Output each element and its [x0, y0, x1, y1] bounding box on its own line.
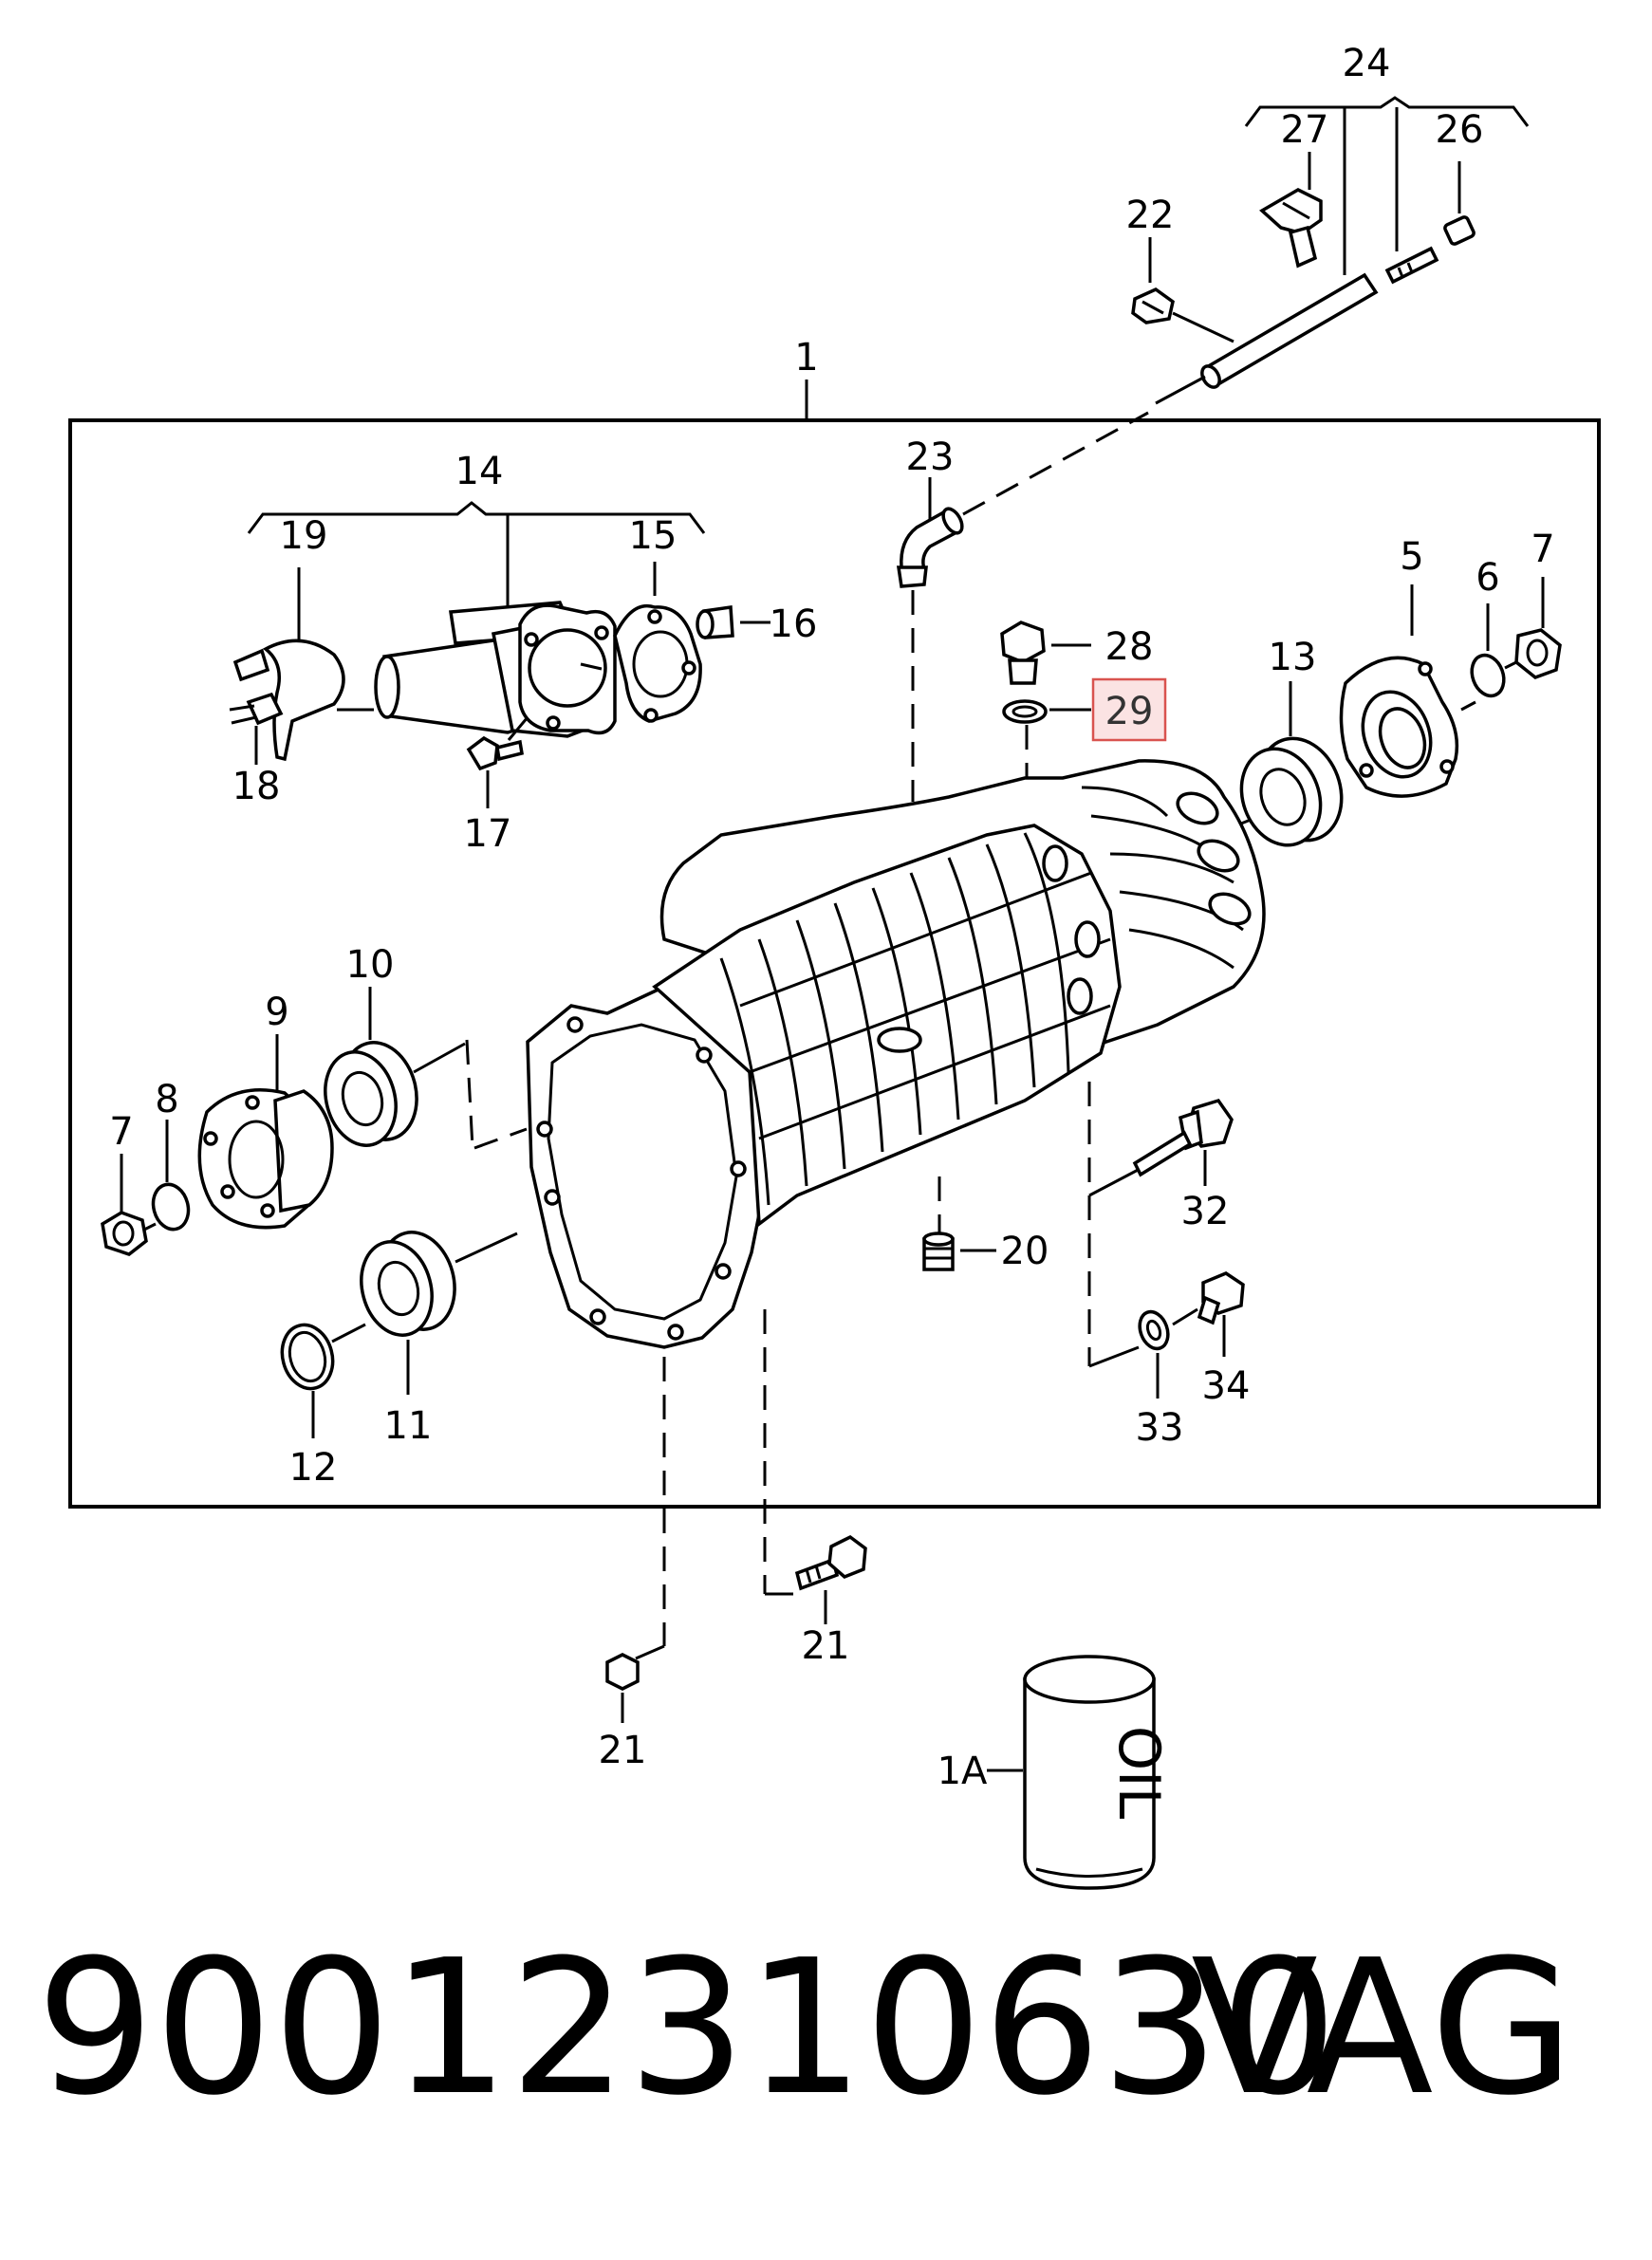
bracket-part-19 [232, 639, 374, 762]
brand-caption: VAG [1191, 1920, 1575, 2137]
callout-16: 16 [770, 602, 818, 646]
callout-13: 13 [1269, 636, 1317, 679]
o-ring-part-12 [280, 1323, 335, 1391]
callout-15: 15 [629, 514, 678, 558]
pin-part-26 [1384, 215, 1476, 285]
seal-part-10 [324, 1041, 418, 1147]
nut-part-7-right [1514, 628, 1562, 679]
callout-1A: 1A [937, 1750, 988, 1793]
callout-21-upper: 21 [802, 1624, 850, 1668]
callout-23: 23 [906, 435, 955, 479]
callout-24: 24 [1343, 42, 1391, 85]
plug-part-20 [922, 1232, 955, 1271]
callout-28: 28 [1105, 625, 1154, 669]
highlight-box-29 [1091, 677, 1167, 742]
starter-cover-plate [518, 603, 617, 735]
callout-17: 17 [464, 812, 512, 856]
vent-tube-part-24 [1200, 272, 1379, 389]
bolt-part-34 [1197, 1271, 1245, 1325]
flange-part-9 [197, 1088, 334, 1230]
assembly-frame [68, 418, 1601, 1509]
callout-9: 9 [265, 991, 288, 1034]
callout-18: 18 [232, 765, 281, 808]
callout-5: 5 [1400, 535, 1423, 579]
clip-part-22 [1131, 287, 1175, 324]
part-number-caption: 90012310630 [36, 1920, 1338, 2137]
o-ring-part-6 [1470, 653, 1506, 698]
bracket-14 [247, 501, 706, 534]
o-ring-part-8 [151, 1182, 191, 1232]
screw-part-18 [229, 692, 284, 726]
drain-bolt-part-28 [1000, 621, 1046, 685]
callout-14: 14 [455, 450, 504, 493]
callout-34: 34 [1202, 1364, 1251, 1408]
gasket-part-15 [613, 603, 702, 723]
callout-6: 6 [1476, 556, 1499, 600]
callout-11: 11 [384, 1404, 433, 1448]
washer-part-33 [1138, 1309, 1170, 1351]
callout-27: 27 [1281, 108, 1329, 152]
callout-26: 26 [1436, 108, 1484, 152]
callout-10: 10 [346, 943, 395, 987]
callout-12: 12 [289, 1446, 338, 1490]
callout-33: 33 [1136, 1406, 1184, 1450]
callout-21-lower: 21 [599, 1729, 647, 1772]
transmission-housing-part-1 [526, 759, 1266, 1349]
pipe-part-23 [896, 507, 964, 588]
bolt-part-21-upper [794, 1534, 867, 1591]
oil-can-label: OIL [1105, 1726, 1172, 1820]
sleeve-part-16 [696, 605, 734, 639]
callout-32: 32 [1181, 1190, 1230, 1233]
clamp-part-27 [1259, 188, 1323, 269]
nut-part-7-left [101, 1211, 148, 1256]
seal-part-13 [1239, 736, 1344, 847]
nut-part-21-lower [605, 1653, 640, 1691]
callout-20: 20 [1001, 1230, 1049, 1273]
washer-part-29 [1002, 699, 1048, 724]
callout-1: 1 [794, 336, 818, 380]
bolt-part-17 [466, 735, 524, 771]
bracket-24 [1244, 96, 1530, 127]
oil-can-part-1A [1023, 1655, 1156, 1890]
callout-29-highlighted: 29 [1105, 690, 1154, 733]
callout-22: 22 [1126, 194, 1175, 237]
callout-19: 19 [280, 514, 328, 558]
callout-8: 8 [155, 1078, 178, 1121]
sensor-part-32 [1132, 1098, 1234, 1177]
callout-7-left: 7 [109, 1110, 133, 1154]
seal-part-11 [360, 1231, 456, 1337]
flange-part-5 [1339, 656, 1459, 798]
callout-7-right: 7 [1531, 528, 1554, 571]
